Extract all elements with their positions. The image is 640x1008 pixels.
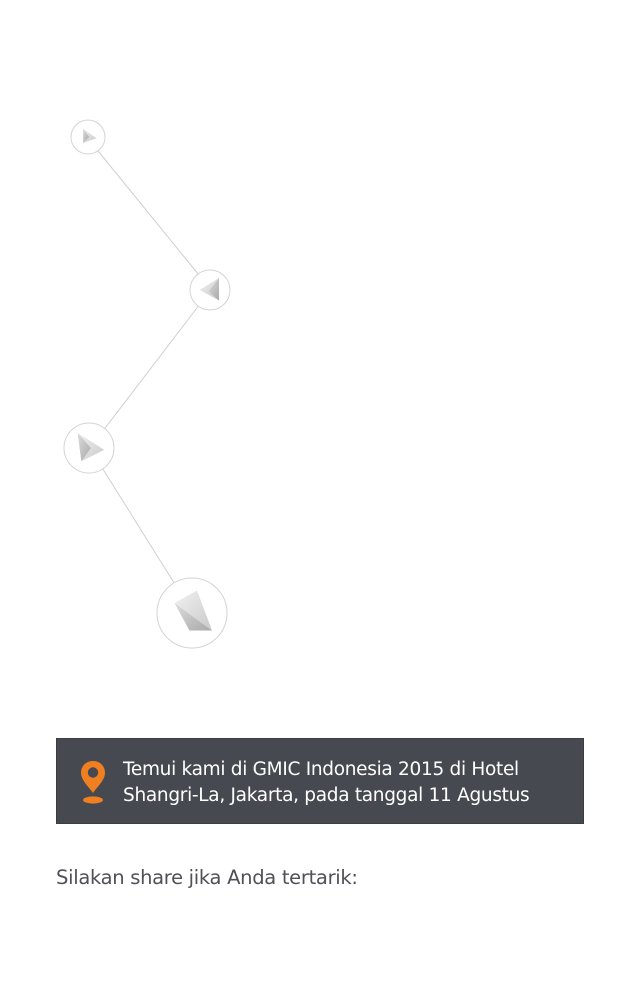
paper-plane-path-graphic bbox=[63, 119, 231, 649]
path-node-2 bbox=[189, 269, 231, 311]
event-banner-line-1: Temui kami di GMIC Indonesia 2015 di Hot… bbox=[123, 759, 519, 780]
share-prompt: Silakan share jika Anda tertarik: bbox=[56, 866, 358, 889]
path-line bbox=[95, 457, 187, 603]
paper-plane-icon bbox=[199, 278, 219, 301]
path-line bbox=[93, 145, 204, 281]
path-node-1 bbox=[70, 119, 106, 155]
path-lines bbox=[93, 145, 204, 603]
location-pin-icon bbox=[81, 761, 105, 804]
paper-plane-icon bbox=[83, 128, 97, 143]
event-banner: Temui kami di GMIC Indonesia 2015 di Hot… bbox=[56, 738, 584, 824]
paper-plane-icon bbox=[174, 590, 212, 631]
path-line bbox=[95, 299, 204, 441]
paper-plane-icon bbox=[77, 432, 105, 462]
event-banner-line-2: Shangri-La, Jakarta, pada tanggal 11 Agu… bbox=[123, 785, 530, 806]
event-banner-text: Temui kami di GMIC Indonesia 2015 di Hot… bbox=[123, 757, 579, 809]
path-node-4 bbox=[156, 577, 228, 649]
path-node-3 bbox=[63, 422, 115, 474]
